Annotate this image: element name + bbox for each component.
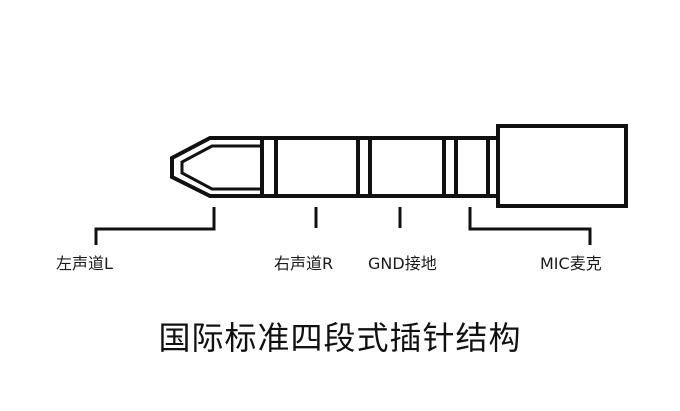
insulator-ring-2 bbox=[356, 136, 372, 198]
label-left-channel: 左声道L bbox=[56, 254, 113, 273]
label-right-channel: 右声道R bbox=[274, 254, 334, 273]
callout-left-channel bbox=[94, 207, 216, 245]
callout-mic bbox=[468, 207, 592, 245]
plug-sleeve-body bbox=[496, 124, 628, 208]
insulator-ring-1 bbox=[260, 136, 278, 198]
plug-tip bbox=[170, 136, 262, 198]
diagram-title: 国际标准四段式插针结构 bbox=[158, 319, 522, 357]
insulator-ring-3 bbox=[442, 136, 458, 198]
label-ground: GND接地 bbox=[368, 254, 437, 273]
tip-inner-contour bbox=[180, 144, 262, 191]
label-mic: MIC麦克 bbox=[540, 254, 602, 273]
